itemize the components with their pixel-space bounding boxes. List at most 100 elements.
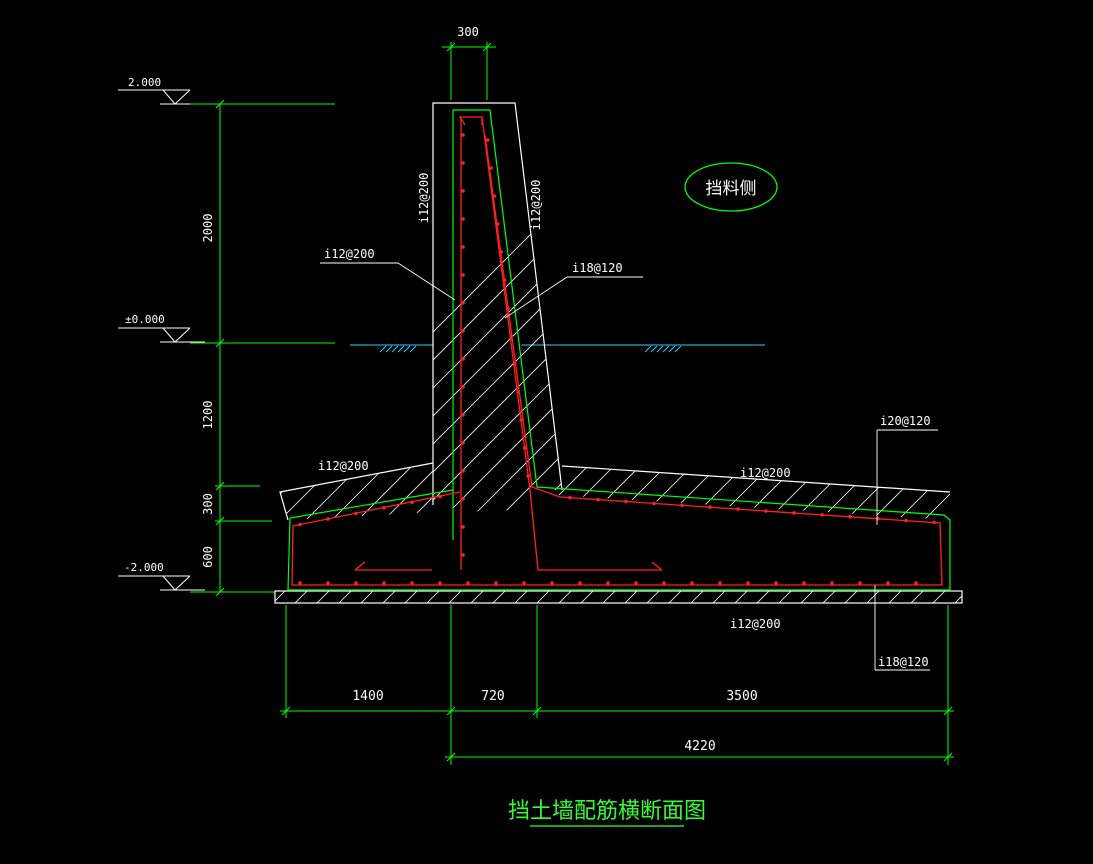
hdim-left-toe: 1400 — [352, 689, 383, 704]
top-dimension-label: 300 — [457, 25, 479, 39]
hatch-line — [448, 591, 462, 603]
rebar-dot — [792, 511, 796, 515]
rebar-dot — [494, 581, 498, 585]
hatch-line — [921, 466, 950, 520]
hatch-line — [668, 591, 682, 603]
rebar-dot — [718, 581, 722, 585]
hatch-line — [381, 463, 433, 520]
top-dimension — [442, 42, 496, 100]
label-base-bottom: i12@200 — [730, 617, 781, 631]
rebar-dot — [382, 506, 386, 510]
hatch-line — [687, 466, 747, 520]
hatch-line — [434, 460, 496, 522]
hatch-line — [433, 103, 562, 512]
hatch-line — [433, 103, 562, 512]
hatch-line — [558, 591, 572, 603]
rebar-dot — [830, 581, 834, 585]
rebar-dot — [848, 514, 852, 519]
rebar-dot — [410, 500, 414, 505]
rebar-dot — [461, 245, 465, 249]
rebar-dot — [410, 581, 414, 585]
hatch-line — [360, 591, 374, 603]
rebar-dot — [461, 161, 465, 165]
rebar-dot — [624, 499, 628, 504]
rebar-dot — [499, 250, 504, 254]
hatch-line — [433, 103, 562, 512]
hatch-line — [433, 103, 562, 512]
hatch-line — [529, 103, 562, 512]
rebar-dot — [326, 517, 330, 521]
rebar-dot — [509, 334, 514, 338]
hatch-line — [954, 595, 962, 603]
rebar-dot — [461, 469, 465, 473]
rebar-dot — [461, 497, 465, 501]
hatch-line — [294, 591, 308, 603]
label-stem-right-leader: i18@120 — [572, 261, 623, 275]
rebar-dot — [820, 513, 824, 517]
leader-stem-right — [504, 276, 643, 319]
hatch-line — [473, 103, 562, 512]
leader-stem-left — [320, 262, 456, 301]
elevation-marker-top: 2.000 — [118, 76, 205, 105]
elevation-top-label: 2.000 — [128, 76, 161, 89]
rebar-dot — [461, 273, 465, 277]
rebar-dot — [708, 505, 712, 510]
rebar-dot — [326, 581, 330, 585]
hatch-line — [910, 591, 924, 603]
vdim-1200: 1200 — [201, 401, 215, 430]
rebar-dot — [652, 501, 656, 506]
rebar-dot — [461, 301, 465, 305]
rebar-dot — [461, 525, 465, 529]
leader-heel-top-main — [876, 429, 938, 525]
rebar-lines — [291, 116, 943, 586]
hatch-line — [382, 591, 396, 603]
hatch-line — [866, 591, 880, 603]
hatch-line — [646, 591, 660, 603]
rebar-dot — [502, 278, 507, 282]
rebar-dot — [354, 511, 358, 516]
rebar-dot — [522, 581, 526, 585]
rebar-dot — [516, 390, 520, 394]
rebar-dot — [606, 581, 610, 585]
rebar-dot — [764, 509, 768, 513]
label-heel-top-main: i20@120 — [880, 414, 931, 428]
hatch-line — [316, 591, 330, 603]
pad-hatch — [275, 591, 962, 603]
rebar-dot — [492, 194, 497, 198]
retained-side-label-group: 挡料侧 — [684, 162, 778, 212]
elevation-marker-ground: ±0.000 — [118, 313, 205, 343]
hatch-line — [536, 591, 550, 603]
rebar-dot — [886, 581, 890, 585]
hatch-line — [778, 591, 792, 603]
rebar-dot — [466, 581, 470, 585]
rebar-dot — [512, 362, 517, 366]
rebar-dot — [461, 133, 465, 137]
vdim-2000: 2000 — [201, 214, 215, 243]
hatch-line — [888, 591, 902, 603]
hatch-line — [583, 466, 643, 520]
wall-outline — [274, 102, 963, 604]
hatch-line — [275, 591, 286, 602]
hatch-line — [690, 591, 704, 603]
hatch-line — [407, 463, 433, 520]
elevation-ground-label: ±0.000 — [125, 313, 165, 326]
hdim-right-heel: 3500 — [726, 689, 757, 704]
label-heel-top: i12@200 — [740, 466, 791, 480]
hatch-line — [514, 591, 528, 603]
hatch-line — [501, 103, 562, 512]
rebar-dot — [461, 357, 465, 361]
rebar-dot — [526, 474, 530, 478]
rebar-dot — [298, 522, 302, 527]
hatch-line — [492, 591, 506, 603]
leader-base-bottom-main — [874, 585, 930, 671]
hatch-line — [580, 591, 594, 603]
rebar-dot — [485, 138, 490, 142]
hatch-line — [404, 591, 418, 603]
rebar-dot — [550, 581, 554, 585]
label-base-bottom-main: i18@120 — [878, 655, 929, 669]
rebar-dot — [662, 581, 666, 585]
elevation-bottom-label: -2.000 — [124, 561, 164, 574]
elevation-marker-bottom: -2.000 — [118, 561, 205, 591]
rebar-dot — [914, 581, 918, 585]
